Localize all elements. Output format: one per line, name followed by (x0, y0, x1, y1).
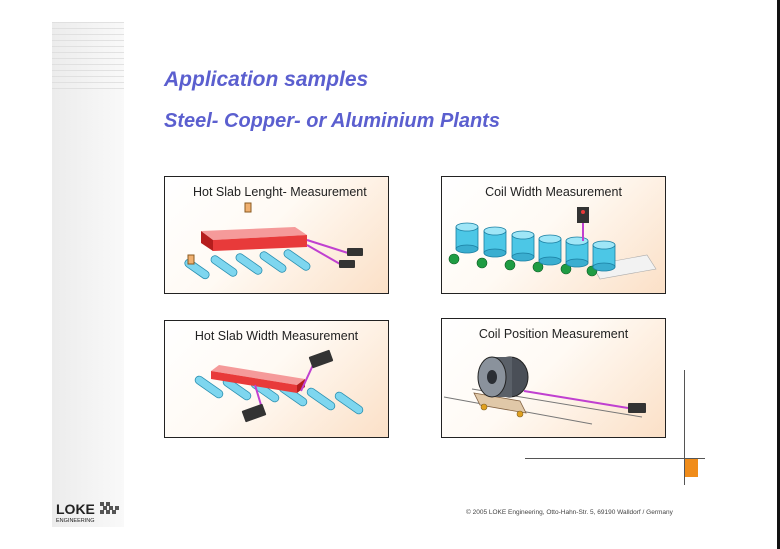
corner-decor-vertical-line (684, 370, 685, 485)
sensor-head (577, 207, 589, 223)
left-decor-stripes (52, 22, 124, 92)
hot-slab-length-illustration (184, 202, 363, 280)
strip (591, 254, 657, 280)
corner-decor-orange-square (685, 459, 698, 477)
panel-hot-slab-length: Hot Slab Lenght- Measurement (164, 176, 389, 294)
laser-beam (523, 390, 629, 409)
panel-title: Hot Slab Lenght- Measurement (193, 185, 367, 199)
sensor-head (628, 403, 646, 413)
red-slab (201, 227, 307, 251)
laser-beams (306, 239, 349, 265)
wheels (480, 403, 524, 418)
panel-hot-slab-width: Hot Slab Width Measurement (164, 320, 389, 438)
footer-copyright: © 2005 LOKE Engineering, Otto-Hahn-Str. … (466, 509, 673, 516)
laser-beams (254, 364, 314, 406)
panel-coil-position: Coil Position Measurement (441, 318, 666, 438)
red-slab (211, 365, 305, 393)
sensor-heads (187, 202, 363, 268)
company-logo: LOKE ENGINEERING (56, 501, 119, 524)
page-title: Application samples (164, 68, 369, 91)
coil-position-illustration (443, 356, 646, 425)
coil-width-illustration (448, 207, 657, 280)
roller-rods (184, 249, 311, 280)
svg-text:LOKE: LOKE (56, 501, 95, 517)
left-decor-band (52, 22, 124, 527)
hot-slab-width-illustration (194, 349, 364, 423)
coil (477, 356, 529, 398)
sensor-head-bottom (241, 403, 267, 423)
page-subtitle: Steel- Copper- or Aluminium Plants (164, 110, 500, 132)
panel-title: Hot Slab Width Measurement (194, 329, 359, 343)
carriage (473, 392, 527, 414)
coils (455, 222, 616, 272)
panel-title: Coil Position Measurement (478, 327, 629, 341)
panel-coil-width: Coil Width Measurement (441, 176, 666, 294)
sensor-head-top (308, 349, 334, 369)
rollers (448, 253, 598, 277)
svg-text:ENGINEERING: ENGINEERING (56, 518, 95, 524)
right-edge-border (777, 0, 780, 549)
corner-decor-horizontal-line (525, 458, 705, 459)
panel-title: Coil Width Measurement (485, 185, 622, 199)
